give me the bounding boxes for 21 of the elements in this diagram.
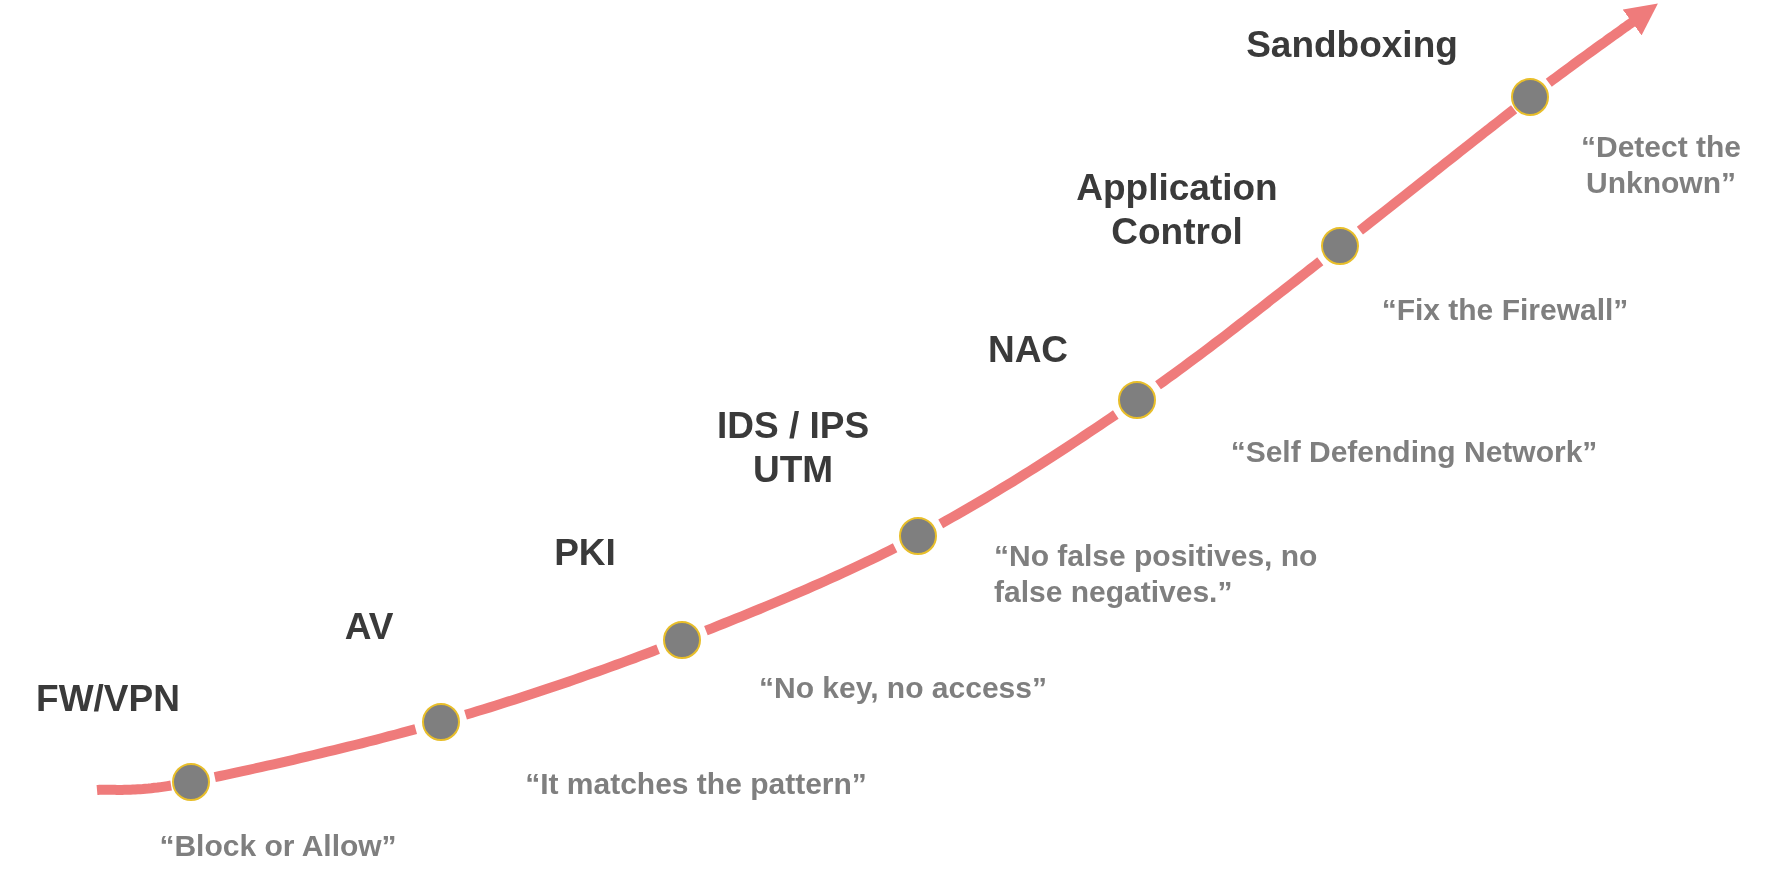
curve-line [938, 410, 1119, 529]
milestone-heading: AV [343, 604, 395, 649]
milestone-heading: Sandboxing [1245, 22, 1459, 67]
curve-line [464, 644, 660, 720]
curve-line [1356, 105, 1518, 235]
milestone-quote: “It matches the pattern” [524, 766, 868, 802]
milestone-quote: “Self Defending Network” [1229, 434, 1599, 470]
curve-line [704, 543, 898, 636]
milestone-quote: “No false positives, no false negatives.” [994, 538, 1319, 610]
milestone-quote: “Detect the Unknown” [1579, 129, 1742, 201]
milestone-heading: NAC [986, 327, 1070, 372]
milestone-quote: “Fix the Firewall” [1380, 292, 1630, 328]
milestone-heading: FW/VPN [35, 676, 181, 721]
curve-line [213, 724, 417, 782]
curve-line [1155, 257, 1324, 390]
milestone-heading: PKI [553, 530, 617, 575]
milestone-quote: “Block or Allow” [158, 828, 398, 864]
milestone-quote: “No key, no access” [758, 670, 1048, 706]
arrow [1545, 3, 1658, 87]
milestone-heading: Application Control [1075, 165, 1279, 254]
milestone-heading: IDS / IPS UTM [715, 403, 871, 492]
